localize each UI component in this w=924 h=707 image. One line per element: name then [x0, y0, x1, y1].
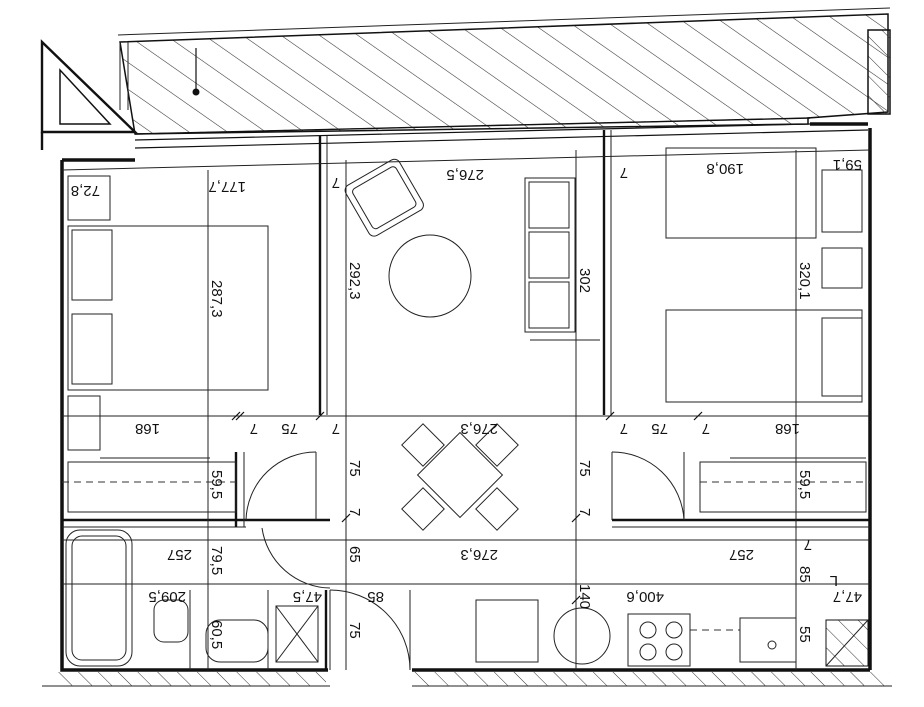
dim-label: 7	[332, 420, 340, 437]
fridge	[475, 599, 539, 663]
pillow	[821, 317, 863, 397]
dim-label: 257	[729, 546, 754, 563]
dim-label: 177,7	[208, 178, 246, 195]
left-bedroom-furniture	[67, 175, 269, 513]
dim-label: 7	[620, 420, 628, 437]
living-area-furniture	[344, 158, 600, 531]
dim-label: 287,3	[208, 280, 225, 318]
dim-label: 79,5	[208, 546, 225, 575]
dim-label: 75	[346, 460, 363, 477]
wardrobe	[699, 461, 867, 513]
dim-label: 400,6	[626, 588, 664, 605]
dim-label: 75	[281, 420, 298, 437]
bed-top	[665, 147, 817, 239]
dim-label: 7	[250, 420, 258, 437]
dim-label: 65	[346, 546, 363, 563]
dim-label: 47,5	[293, 588, 322, 605]
dimension-lines	[61, 149, 871, 670]
dim-label: 140	[576, 584, 593, 609]
pillow	[71, 313, 113, 385]
dim-label: 85	[796, 566, 813, 583]
dim-label: 276,3	[460, 420, 498, 437]
dimension-labels: 72,8 177,7 7 276,5 7 190,8 59,1 287,3 29…	[71, 156, 862, 649]
dim-label: 59,1	[833, 156, 862, 173]
pillow	[821, 247, 863, 289]
door-swing-right-bedroom	[611, 451, 685, 521]
doors	[245, 451, 685, 671]
shower	[275, 605, 319, 663]
washer	[553, 607, 611, 665]
toilet	[153, 599, 189, 643]
nightstand	[67, 395, 101, 451]
nightstand	[821, 169, 863, 233]
double-bed	[665, 309, 863, 403]
window-wall	[62, 117, 869, 162]
door-swing-entrance	[329, 589, 411, 671]
dim-label: 47,7	[833, 588, 862, 605]
railing-post-marker	[192, 88, 200, 96]
dining-table	[401, 423, 519, 531]
dim-label: 55	[796, 626, 813, 643]
outer-walls	[42, 128, 892, 687]
dim-label: 75	[346, 622, 363, 639]
bathtub	[65, 529, 133, 667]
dim-label: 75	[651, 420, 668, 437]
dim-label: 168	[135, 420, 160, 437]
nightstand	[67, 175, 111, 221]
dim-label: 7	[804, 536, 812, 553]
dim-label: L	[830, 572, 838, 589]
double-bed	[67, 225, 269, 391]
door-swing-bathroom	[261, 527, 331, 589]
dim-label: 7	[620, 164, 628, 181]
dim-label: 7	[576, 508, 593, 516]
dim-label: 72,8	[71, 182, 100, 199]
right-column	[867, 29, 891, 115]
sofa	[524, 177, 576, 333]
coffee-table	[388, 234, 472, 318]
wardrobe	[67, 461, 237, 513]
dim-label: 59,5	[208, 470, 225, 499]
dim-label: 190,8	[706, 160, 744, 177]
dim-label: 257	[167, 546, 192, 563]
dim-label: 85	[367, 588, 384, 605]
pillow	[71, 229, 113, 301]
washbasin	[205, 619, 269, 663]
dim-label: 276,3	[460, 546, 498, 563]
dim-label: 7	[346, 508, 363, 516]
corner-pillar	[40, 39, 138, 150]
armchair	[344, 158, 424, 237]
kitchen-fixtures	[475, 599, 869, 667]
interior-walls	[62, 130, 870, 670]
tick-marks	[231, 411, 703, 605]
dim-label: 59,5	[796, 470, 813, 499]
door-swing-left-bedroom	[245, 451, 317, 521]
dim-label: 7	[702, 420, 710, 437]
kitchen-sink	[739, 617, 797, 663]
dim-label: 168	[775, 420, 800, 437]
dim-label: 209,5	[148, 588, 186, 605]
dim-label: 302	[576, 268, 593, 293]
dim-label: 7	[332, 174, 340, 191]
balcony	[117, 7, 891, 135]
dim-label: 276,5	[446, 166, 484, 183]
dim-label: 75	[576, 460, 593, 477]
right-bedroom-furniture	[665, 147, 867, 513]
dim-label: 292,3	[346, 262, 363, 300]
dim-label: 320,1	[796, 262, 813, 300]
bathroom-fixtures	[65, 529, 319, 667]
dim-label: 60,5	[208, 620, 225, 649]
cooktop	[627, 613, 691, 667]
